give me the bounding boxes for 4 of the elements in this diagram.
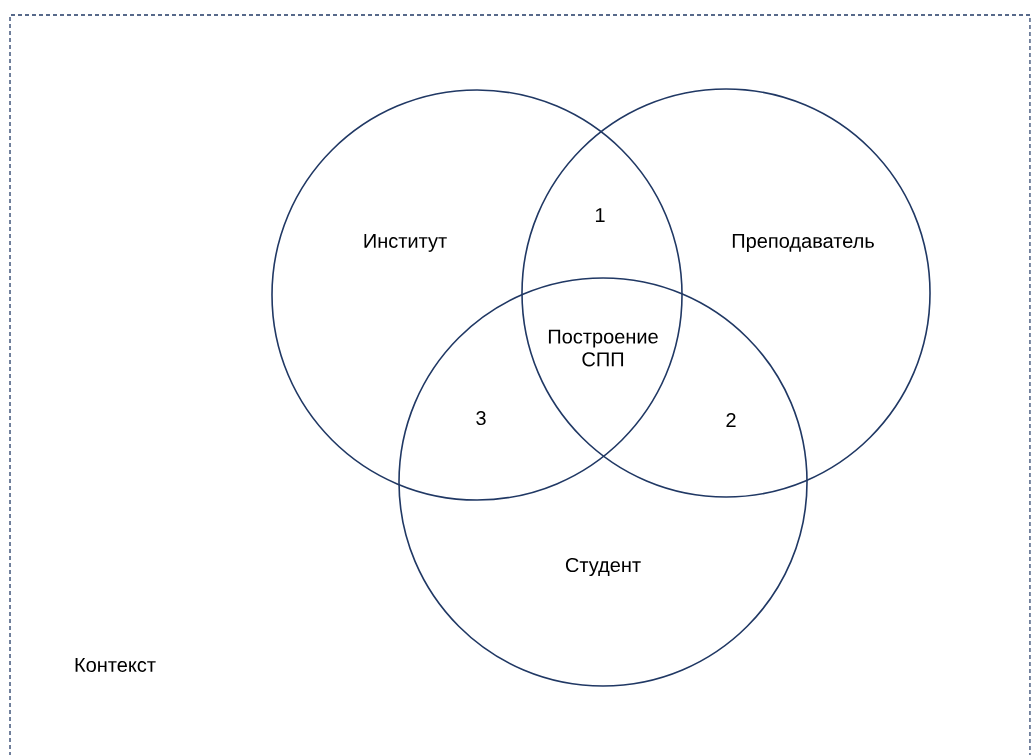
region-label: 3 — [476, 410, 486, 426]
region-label: 1 — [595, 208, 605, 222]
region-label: 2 — [726, 413, 736, 427]
region-label: Построение СПП — [548, 329, 658, 367]
